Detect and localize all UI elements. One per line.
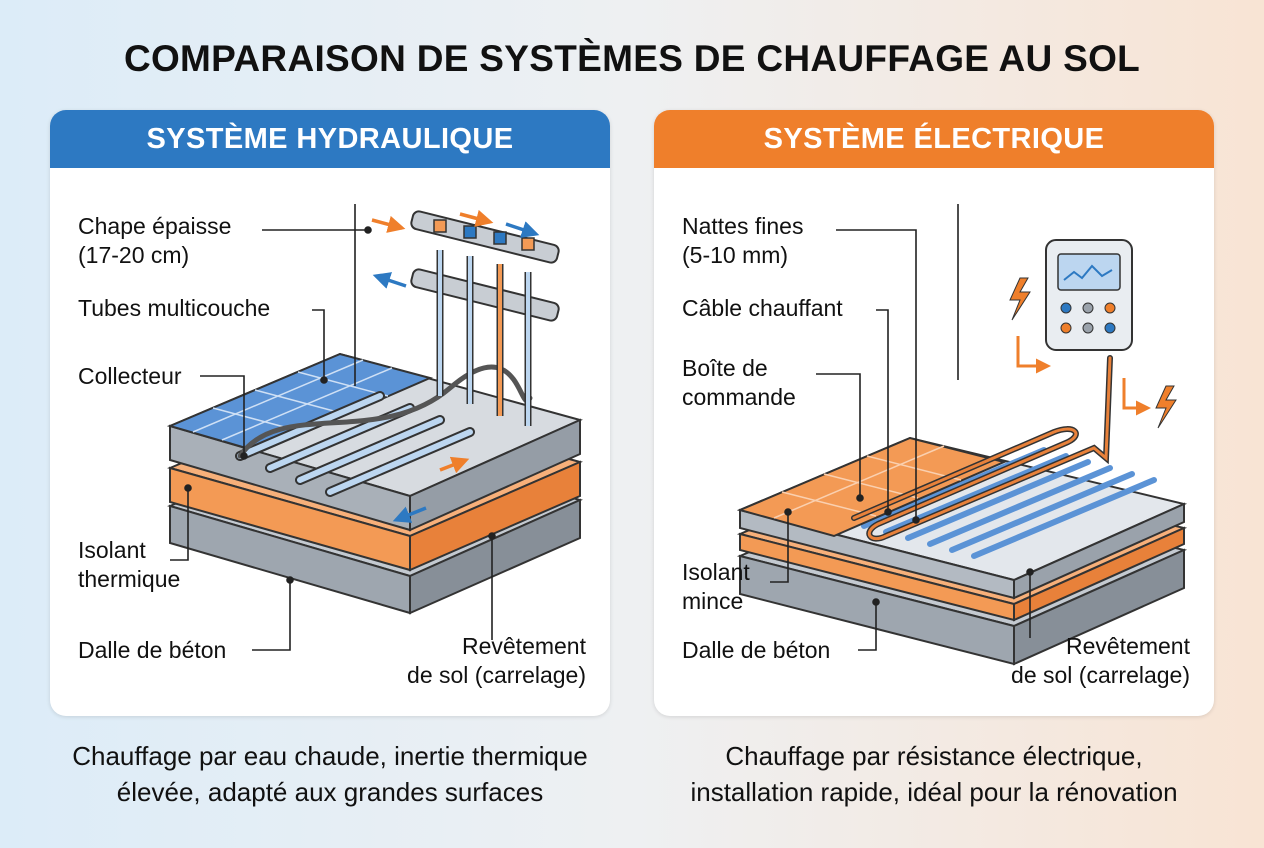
label-boite-line1: Boîte de <box>682 355 768 381</box>
electric-caption: Chauffage par résistance électrique, ins… <box>624 738 1244 810</box>
hydraulic-header: SYSTÈME HYDRAULIQUE <box>50 110 610 168</box>
heating-cable <box>851 355 1113 542</box>
label-isolant-mince-line1: Isolant <box>682 559 750 585</box>
label-revetement: Revêtement de sol (carrelage) <box>984 632 1190 690</box>
label-revetement-line2: de sol (carrelage) <box>407 662 586 688</box>
label-isolant-mince: Isolant mince <box>682 558 750 616</box>
manifold <box>410 210 560 426</box>
power-arrows <box>1016 336 1151 416</box>
label-isolant-line1: Isolant <box>78 537 146 563</box>
label-nattes-line2: (5-10 mm) <box>682 242 789 268</box>
label-chape-line1: Chape épaisse <box>78 213 232 239</box>
electric-caption-line1: Chauffage par résistance électrique, <box>725 741 1143 771</box>
electric-header: SYSTÈME ÉLECTRIQUE <box>654 110 1214 168</box>
label-isolant: Isolant thermique <box>78 536 180 594</box>
label-chape-line2: (17-20 cm) <box>78 242 190 268</box>
label-dalle: Dalle de béton <box>682 637 831 663</box>
multilayer-tubes <box>235 364 533 497</box>
label-dalle: Dalle de béton <box>78 637 227 663</box>
label-nattes-line1: Nattes fines <box>682 213 804 239</box>
label-collecteur: Collecteur <box>78 363 182 389</box>
lightning-icon <box>1009 277 1177 429</box>
label-boite-line2: commande <box>682 384 796 410</box>
hydraulic-panel: SYSTÈME HYDRAULIQUE <box>50 110 610 716</box>
label-cable: Câble chauffant <box>682 295 843 321</box>
label-chape: Chape épaisse (17-20 cm) <box>78 212 231 270</box>
label-isolant-mince-line2: mince <box>682 588 744 614</box>
control-box <box>1045 239 1133 351</box>
hydraulic-diagram <box>166 204 583 651</box>
leader-lines <box>170 204 496 651</box>
flow-arrows <box>371 209 540 523</box>
hydraulic-caption: Chauffage par eau chaude, inertie thermi… <box>20 738 640 810</box>
label-revetement: Revêtement de sol (carrelage) <box>380 632 586 690</box>
label-revetement-line1: Revêtement <box>1065 633 1190 659</box>
electric-panel: SYSTÈME ÉLECTRIQUE <box>654 110 1214 716</box>
label-isolant-line2: thermique <box>78 566 181 592</box>
leader-lines <box>770 204 1034 651</box>
tile-covering <box>167 352 434 454</box>
hydraulic-caption-line2: élevée, adapté aux grandes surfaces <box>116 777 544 807</box>
label-revetement-line1: Revêtement <box>461 633 586 659</box>
page-title: COMPARAISON DE SYSTÈMES DE CHAUFFAGE AU … <box>123 38 1141 79</box>
label-revetement-line2: de sol (carrelage) <box>1011 662 1190 688</box>
electric-caption-line2: installation rapide, idéal pour la rénov… <box>690 777 1178 807</box>
label-nattes: Nattes fines (5-10 mm) <box>682 212 803 270</box>
electric-diagram <box>736 204 1188 666</box>
label-tubes: Tubes multicouche <box>78 295 271 321</box>
label-boite: Boîte de commande <box>682 354 796 412</box>
hydraulic-caption-line1: Chauffage par eau chaude, inertie thermi… <box>72 741 588 771</box>
